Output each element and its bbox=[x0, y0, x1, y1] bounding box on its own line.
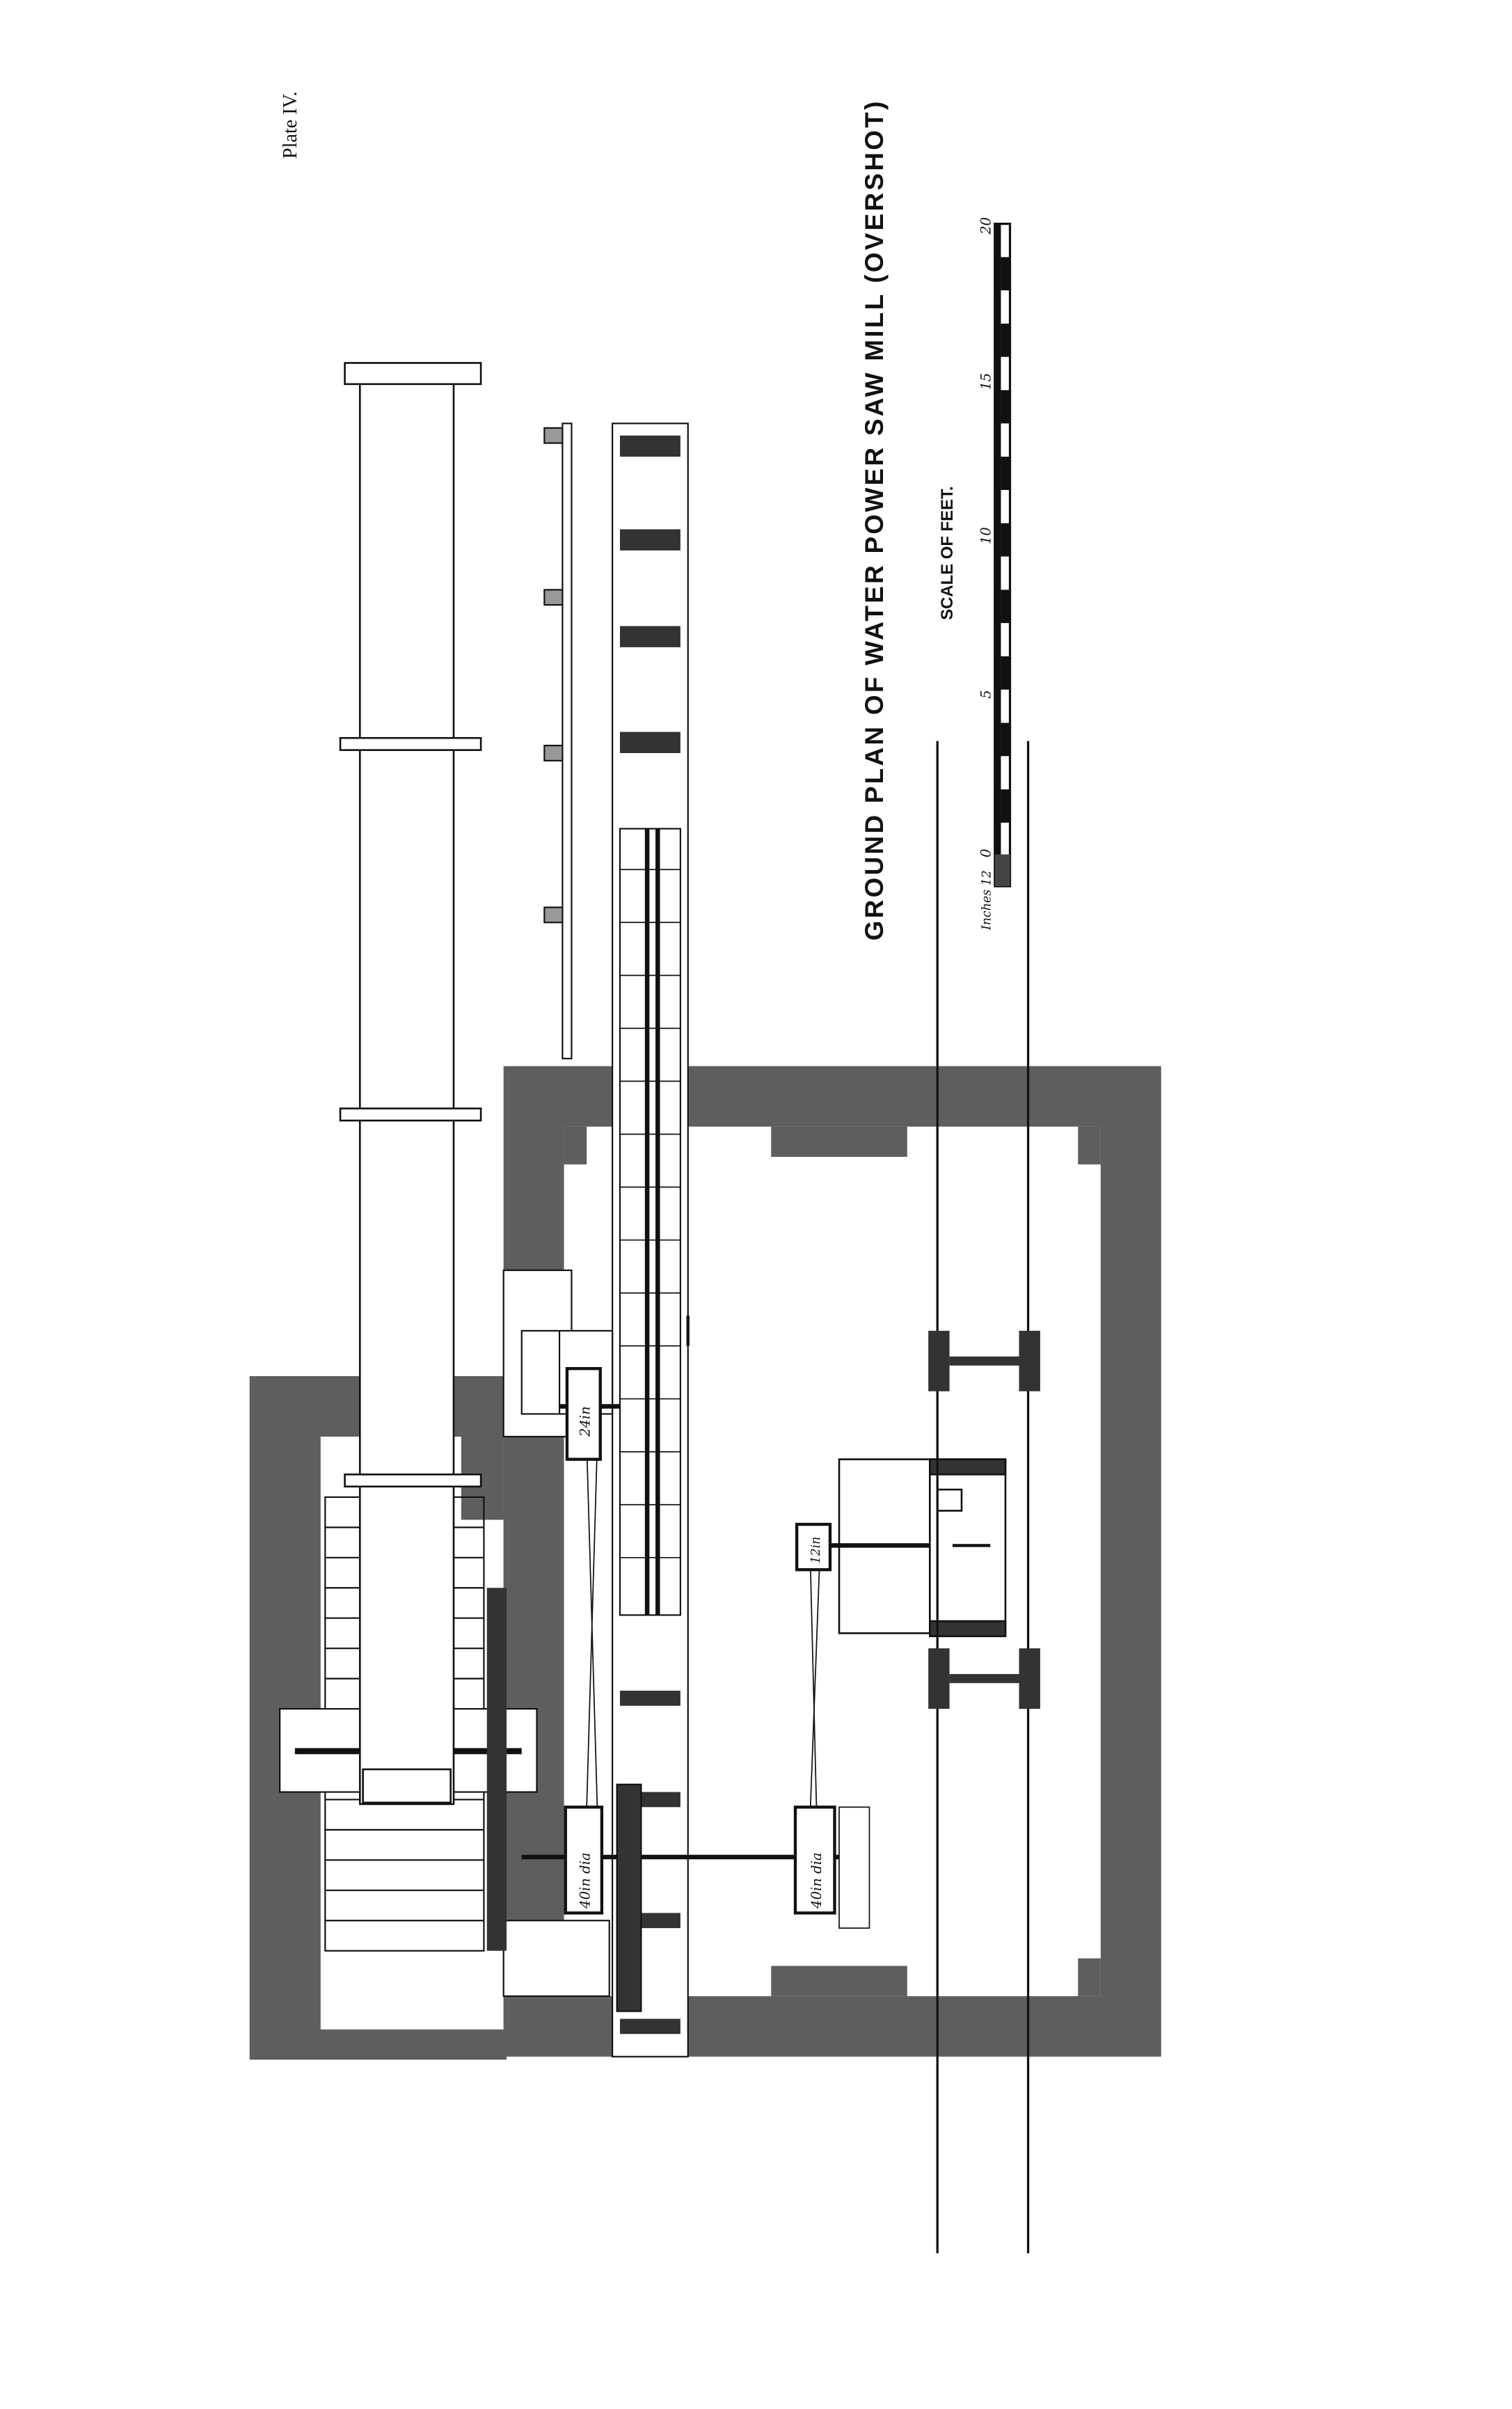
pulley-12in: 12in bbox=[795, 1522, 832, 1572]
scale-title: SCALE OF FEET. bbox=[938, 486, 957, 619]
scale-tick-10: 10 bbox=[978, 527, 994, 544]
saw-rails bbox=[936, 741, 1030, 2254]
svg-text:12in: 12in bbox=[809, 1537, 823, 1564]
scale-bar bbox=[994, 222, 1012, 887]
svg-text:40in dia: 40in dia bbox=[578, 1853, 594, 1909]
scale-tick-0: 0 bbox=[978, 848, 994, 857]
pulley-40in-dia-right: 40in dia bbox=[793, 1806, 870, 1929]
flume bbox=[339, 362, 482, 1806]
log-rail bbox=[543, 422, 573, 1059]
svg-text:40in dia: 40in dia bbox=[809, 1853, 825, 1909]
scale-tick-20: 20 bbox=[978, 217, 994, 235]
pulley-40in-dia-left: 40in dia bbox=[564, 1806, 604, 1915]
scale-tick-5: 5 bbox=[978, 690, 994, 698]
rail-truck-wheels bbox=[928, 1330, 1040, 1709]
pulley-24in: 24in bbox=[565, 1367, 602, 1461]
scale-tick-15: 15 bbox=[978, 373, 994, 390]
plate-label: Plate IV. bbox=[280, 91, 301, 159]
scale-inches-label: Inches 12 bbox=[980, 870, 994, 931]
drawing-title: GROUND PLAN OF WATER POWER SAW MILL (OVE… bbox=[860, 99, 889, 940]
gear-rim bbox=[486, 1588, 507, 1951]
svg-text:24in: 24in bbox=[578, 1406, 594, 1437]
